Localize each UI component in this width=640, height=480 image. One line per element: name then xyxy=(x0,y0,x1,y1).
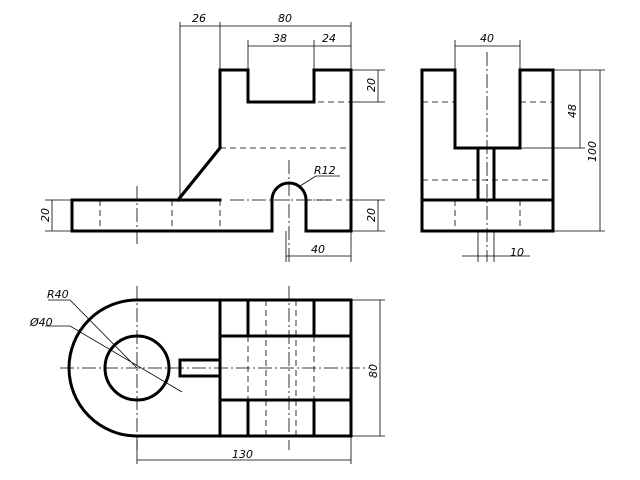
front-view: 26 80 38 24 20 20 20 R12 40 xyxy=(39,12,385,262)
dim-26: 26 xyxy=(192,12,206,25)
dim-24: 24 xyxy=(322,32,336,45)
top-view-outline xyxy=(67,298,353,438)
side-dim-lines xyxy=(454,40,605,262)
dim-10: 10 xyxy=(510,246,524,259)
top-view: R40 Ø40 80 130 xyxy=(29,286,385,464)
dim-dia40: Ø40 xyxy=(29,316,53,329)
front-center-lines xyxy=(136,160,330,262)
dim-20-right: 20 xyxy=(365,208,378,222)
front-view-outline xyxy=(70,68,353,233)
front-dim-lines xyxy=(45,22,385,262)
side-inner-lines xyxy=(420,68,555,202)
dim-130: 130 xyxy=(232,448,253,461)
side-view: 40 48 100 10 xyxy=(420,32,605,262)
dim-40-top: 40 xyxy=(480,32,494,45)
dim-r40: R40 xyxy=(47,288,69,301)
dim-20-left: 20 xyxy=(39,208,52,222)
dim-20-slot: 20 xyxy=(365,78,378,92)
side-view-outline xyxy=(420,68,555,233)
dim-38: 38 xyxy=(273,32,287,45)
dim-80-depth: 80 xyxy=(367,364,380,378)
top-center-lines xyxy=(60,286,370,450)
dim-100: 100 xyxy=(586,141,599,162)
dim-80-top: 80 xyxy=(278,12,292,25)
front-hidden-lines xyxy=(99,101,351,231)
dim-48: 48 xyxy=(566,104,579,118)
top-dim-lines xyxy=(45,299,385,464)
front-slope-edge xyxy=(175,145,223,203)
dim-40-right: 40 xyxy=(311,243,325,256)
side-hidden-lines xyxy=(422,101,553,231)
dim-r12: R12 xyxy=(314,164,336,177)
